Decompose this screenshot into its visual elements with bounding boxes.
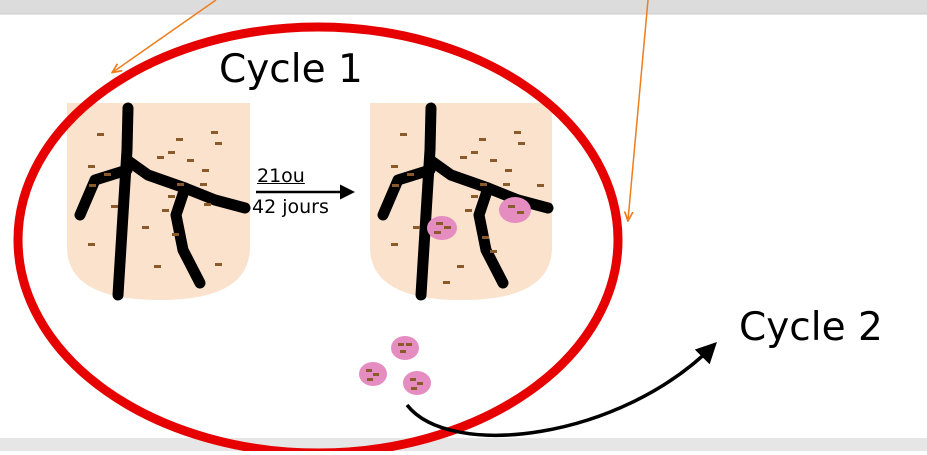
tissue-block-right — [370, 103, 552, 300]
cycle-2-arrow — [407, 345, 714, 435]
cycle-1-label: Cycle 1 — [219, 50, 363, 89]
released-cells — [359, 336, 431, 395]
duration-label-bottom: 42 jours — [252, 198, 329, 217]
pointer-arrow-right — [628, 0, 648, 220]
top-bar — [0, 0, 927, 14]
tissue-block-left — [67, 103, 250, 300]
bottom-bar — [0, 438, 927, 451]
cycle-2-label: Cycle 2 — [739, 308, 883, 347]
duration-label-top: 21ou — [257, 167, 305, 186]
